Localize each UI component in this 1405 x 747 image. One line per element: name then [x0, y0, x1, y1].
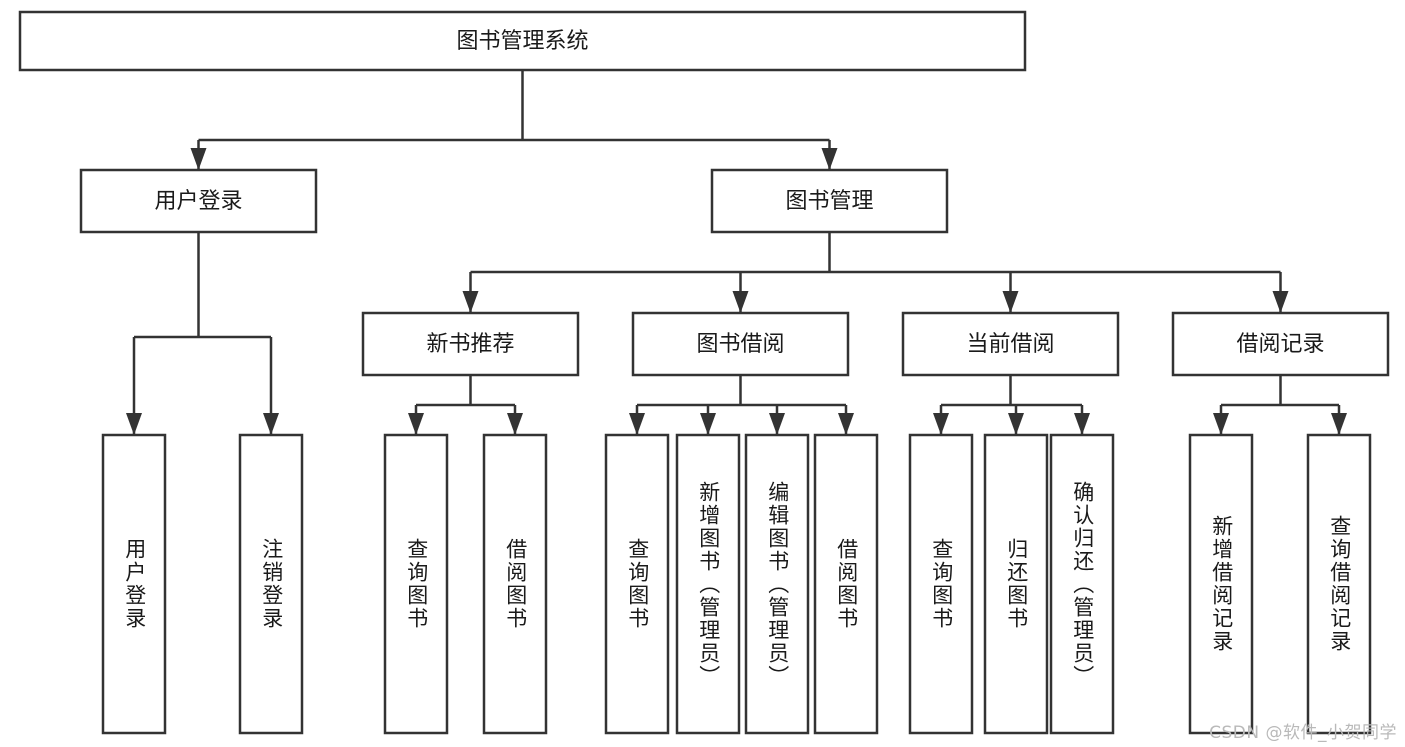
- node-leaf-borrow-book-bb[interactable]: [813, 433, 879, 735]
- node-box-leaf-edit-book-admin: [744, 433, 810, 735]
- node-current-borrow[interactable]: 当前借阅: [901, 311, 1120, 377]
- node-label-root: 图书管理系统: [456, 29, 588, 54]
- arrow-icon-book-manage: [821, 148, 838, 170]
- node-leaf-add-record[interactable]: [1188, 433, 1254, 735]
- arrow-icon-user-login: [190, 148, 207, 170]
- node-box-leaf-logout: [238, 433, 304, 735]
- node-leaf-query-book-bb[interactable]: [604, 433, 670, 735]
- arrow-icon-leaf-user-login: [126, 413, 142, 435]
- node-box-leaf-return-book: [983, 433, 1049, 735]
- node-label-user-login: 用户登录: [154, 189, 242, 214]
- arrow-icon-current-borrow: [1002, 291, 1019, 313]
- node-box-current-borrow: [901, 311, 1120, 377]
- node-leaf-query-record[interactable]: [1306, 433, 1372, 735]
- arrow-icon-leaf-edit-book-admin: [769, 413, 785, 435]
- arrow-icon-borrow-records: [1272, 291, 1289, 313]
- node-box-borrow-records: [1171, 311, 1390, 377]
- node-box-leaf-query-book-cb: [908, 433, 974, 735]
- node-box-leaf-confirm-return: [1049, 433, 1115, 735]
- node-user-login[interactable]: 用户登录: [79, 168, 318, 234]
- node-box-leaf-query-record: [1306, 433, 1372, 735]
- node-leaf-user-login[interactable]: [101, 433, 167, 735]
- node-label-current-borrow: 当前借阅: [966, 332, 1054, 357]
- arrow-icon-leaf-add-book-admin: [700, 413, 716, 435]
- arrow-icon-book-borrow: [732, 291, 749, 313]
- node-leaf-borrow-book-nbr[interactable]: [482, 433, 548, 735]
- arrow-icon-leaf-add-record: [1213, 413, 1229, 435]
- node-label-borrow-records: 借阅记录: [1236, 332, 1324, 357]
- node-box-book-borrow: [631, 311, 850, 377]
- node-root[interactable]: 图书管理系统: [18, 10, 1027, 72]
- node-box-book-manage: [710, 168, 949, 234]
- node-box-leaf-add-book-admin: [675, 433, 741, 735]
- node-box-leaf-borrow-book-nbr: [482, 433, 548, 735]
- node-label-book-borrow: 图书借阅: [696, 332, 784, 357]
- arrow-icon-leaf-borrow-book-bb: [838, 413, 854, 435]
- arrow-icon-leaf-query-book-bb: [629, 413, 645, 435]
- node-label-new-book-recommend: 新书推荐: [426, 332, 514, 357]
- node-book-manage[interactable]: 图书管理: [710, 168, 949, 234]
- node-leaf-edit-book-admin[interactable]: [744, 433, 810, 735]
- node-leaf-logout[interactable]: [238, 433, 304, 735]
- node-new-book-recommend[interactable]: 新书推荐: [361, 311, 580, 377]
- node-leaf-query-book-cb[interactable]: [908, 433, 974, 735]
- connector-layer: [126, 70, 1347, 435]
- node-box-leaf-query-book-bb: [604, 433, 670, 735]
- node-box-leaf-add-record: [1188, 433, 1254, 735]
- arrow-icon-leaf-borrow-book-nbr: [507, 413, 523, 435]
- node-leaf-return-book[interactable]: [983, 433, 1049, 735]
- node-box-leaf-user-login: [101, 433, 167, 735]
- node-box-root: [18, 10, 1027, 72]
- watermark-text: CSDN @软件_小贺同学: [1209, 723, 1397, 743]
- node-box-new-book-recommend: [361, 311, 580, 377]
- node-box-leaf-query-book-nbr: [383, 433, 449, 735]
- arrow-icon-leaf-logout: [263, 413, 279, 435]
- arrow-icon-leaf-query-record: [1331, 413, 1347, 435]
- arrow-icon-new-book-recommend: [462, 291, 479, 313]
- node-label-book-manage: 图书管理: [785, 189, 873, 214]
- arrow-icon-leaf-query-book-cb: [933, 413, 949, 435]
- node-borrow-records[interactable]: 借阅记录: [1171, 311, 1390, 377]
- arrow-icon-leaf-query-book-nbr: [408, 413, 424, 435]
- node-book-borrow[interactable]: 图书借阅: [631, 311, 850, 377]
- arrow-icon-leaf-confirm-return: [1074, 413, 1090, 435]
- node-box-leaf-borrow-book-bb: [813, 433, 879, 735]
- arrow-icon-leaf-return-book: [1008, 413, 1024, 435]
- node-leaf-query-book-nbr[interactable]: [383, 433, 449, 735]
- node-leaf-confirm-return[interactable]: [1049, 433, 1115, 735]
- node-leaf-add-book-admin[interactable]: [675, 433, 741, 735]
- node-box-user-login: [79, 168, 318, 234]
